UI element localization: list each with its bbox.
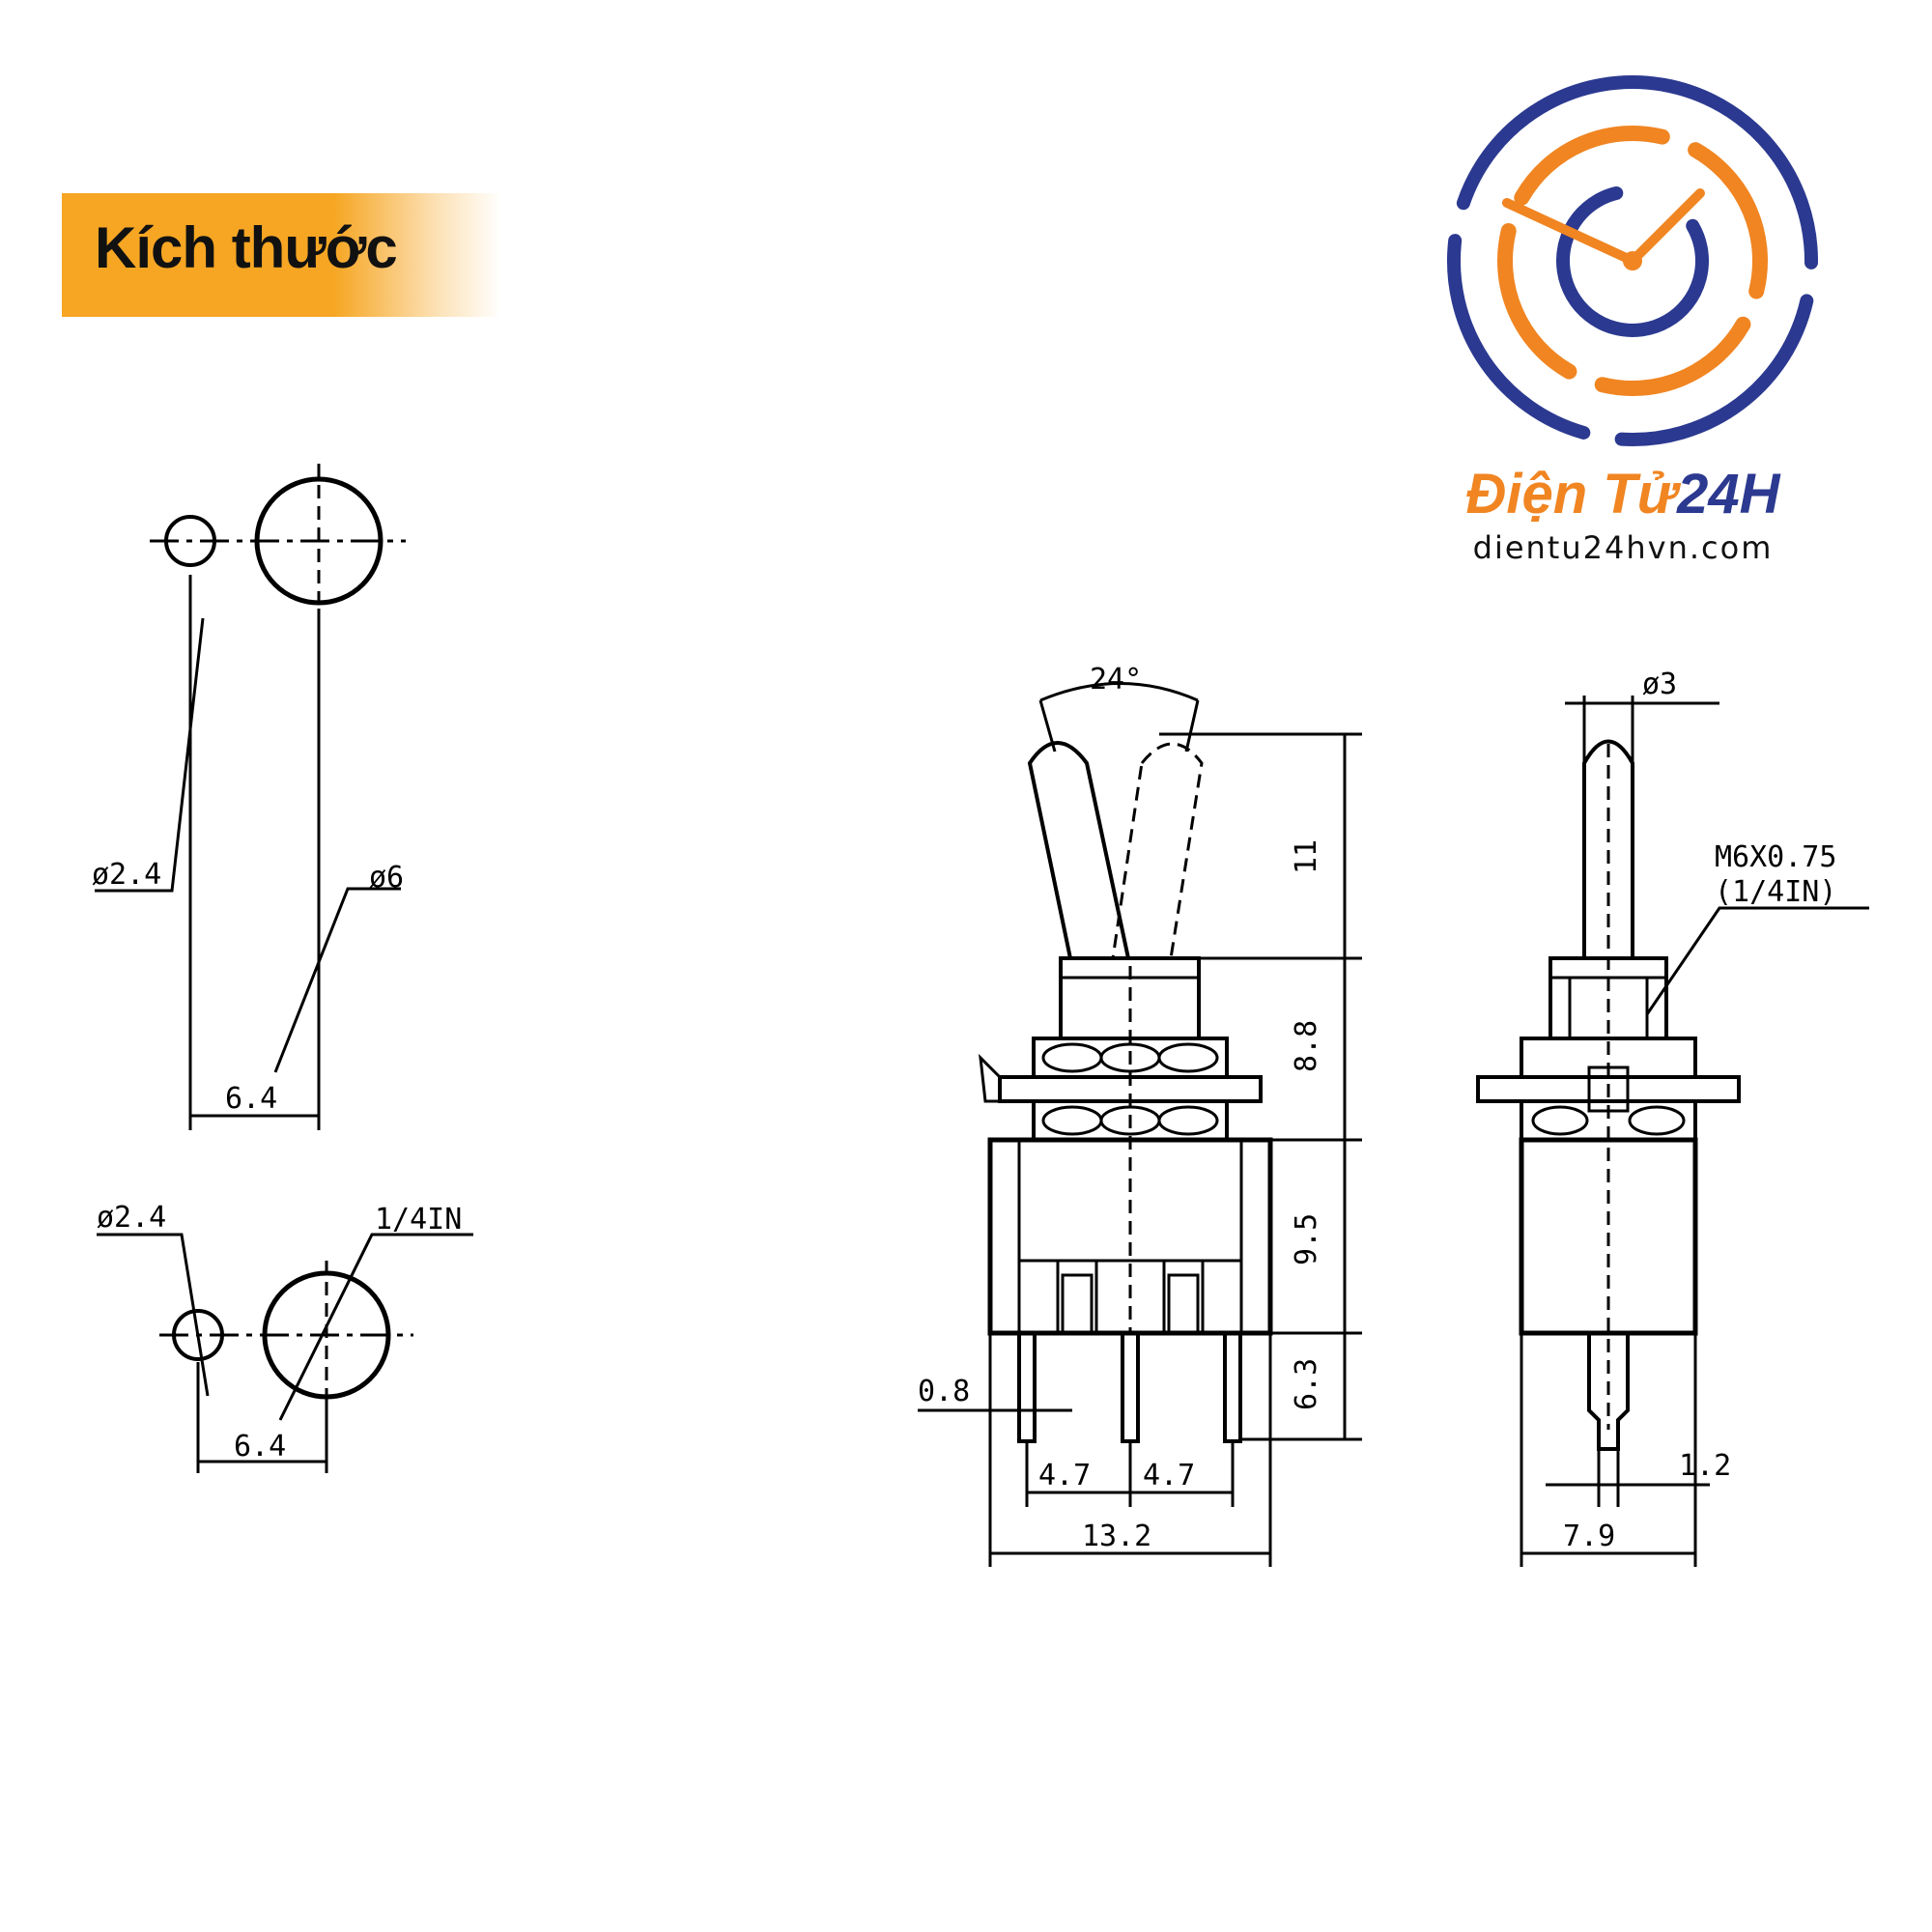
top-spacing-label: 6.4 [225,1082,277,1116]
section-title: Kích thước [95,215,398,280]
front-pins-dim: 6.3 [1290,1358,1323,1410]
side-thread-label: M6X0.75 [1715,840,1836,874]
side-view [1476,696,1869,1567]
brand-website: dientu24hvn.com [1472,529,1774,566]
side-depth-dim: 7.9 [1563,1520,1615,1553]
brand-logo-icon [1447,75,1818,446]
front-body-dim: 9.5 [1290,1213,1323,1265]
side-pin-dim: 1.2 [1679,1449,1731,1483]
section-header: Kích thước [62,193,500,317]
front-lever-dim: 11 [1290,839,1323,874]
top-small-hole-label: ø2.4 [92,858,161,892]
brand-name: Điện Tử24H [1465,463,1780,526]
front-angle-label: 24° [1090,663,1142,696]
hole-pattern-top [95,464,406,1130]
front-view [918,682,1362,1567]
bottom-large-hole-label: 1/4IN [375,1203,462,1236]
side-lever-dia-label: ø3 [1642,668,1677,701]
side-thread-in-label: (1/4IN) [1715,875,1836,909]
bottom-small-hole-label: ø2.4 [97,1201,166,1235]
top-large-hole-label: ø6 [369,861,404,895]
hole-pattern-bottom [97,1233,473,1473]
front-width-dim: 13.2 [1082,1520,1151,1553]
bottom-spacing-label: 6.4 [234,1430,286,1463]
front-pitch-right-dim: 4.7 [1143,1459,1195,1492]
front-pitch-left-dim: 4.7 [1038,1459,1091,1492]
front-bushing-dim: 8.8 [1290,1020,1323,1072]
front-pin-width-dim: 0.8 [918,1375,970,1408]
